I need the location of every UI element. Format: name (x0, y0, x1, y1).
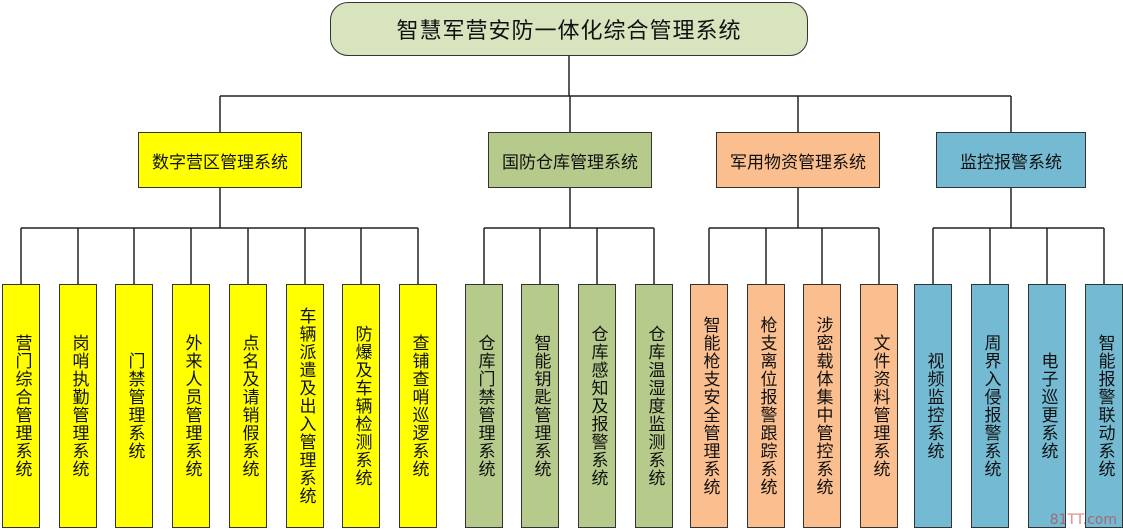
leaf-node: 视频监控系统 (914, 284, 952, 528)
category-monitoring-alarm: 监控报警系统 (936, 132, 1086, 188)
category-defense-warehouse: 国防仓库管理系统 (488, 132, 652, 188)
leaf-node: 岗哨执勤管理系统 (59, 284, 97, 528)
leaf-node: 仓库温湿度监测系统 (635, 284, 673, 528)
leaf-node: 智能枪支安全管理系统 (690, 284, 728, 528)
leaf-node: 营门综合管理系统 (2, 284, 40, 528)
leaf-node: 智能报警联动系统 (1085, 284, 1123, 528)
leaf-node: 车辆派遣及出入管理系统 (286, 284, 324, 528)
leaf-node: 防爆及车辆检测系统 (342, 284, 380, 528)
watermark: 81TT.com (1049, 512, 1117, 528)
leaf-node: 门禁管理系统 (115, 284, 153, 528)
leaf-node: 点名及请销假系统 (229, 284, 267, 528)
category-military-supplies: 军用物资管理系统 (716, 132, 880, 188)
root-node: 智慧军营安防一体化综合管理系统 (330, 2, 808, 56)
leaf-node: 仓库感知及报警系统 (578, 284, 616, 528)
leaf-node: 枪支离位报警跟踪系统 (747, 284, 785, 528)
leaf-node: 涉密载体集中管控系统 (803, 284, 841, 528)
leaf-node: 仓库门禁管理系统 (465, 284, 503, 528)
leaf-node: 文件资料管理系统 (860, 284, 898, 528)
leaf-node: 智能钥匙管理系统 (521, 284, 559, 528)
leaf-node: 外来人员管理系统 (172, 284, 210, 528)
leaf-node: 周界入侵报警系统 (971, 284, 1009, 528)
leaf-node: 电子巡更系统 (1028, 284, 1066, 528)
leaf-node: 查铺查哨巡逻系统 (399, 284, 437, 528)
category-digital-camp: 数字营区管理系统 (138, 132, 302, 188)
